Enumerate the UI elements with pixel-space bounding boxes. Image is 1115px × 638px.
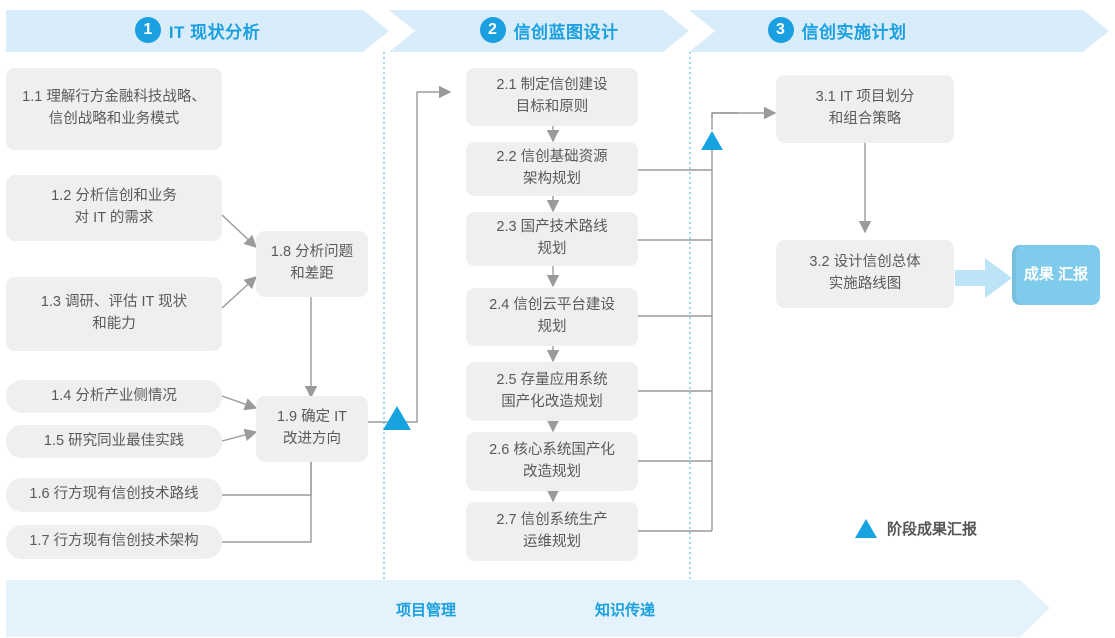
node-1-7[interactable]: 1.7 行方现有信创技术架构 bbox=[6, 525, 222, 559]
legend: 阶段成果汇报 bbox=[855, 518, 977, 539]
node-1-2-line-0: 1.2 分析信创和业务 bbox=[51, 188, 177, 205]
node-1-1-line-0: 1.1 理解行方金融科技战略、 bbox=[22, 89, 206, 106]
node-3-1-line-0: 3.1 IT 项目划分 bbox=[815, 89, 915, 106]
node-1-6[interactable]: 1.6 行方现有信创技术路线 bbox=[6, 478, 222, 512]
phase-number-3: 3 bbox=[767, 17, 794, 43]
legend-label: 阶段成果汇报 bbox=[887, 521, 978, 538]
node-1-1[interactable]: 1.1 理解行方金融科技战略、 信创战略和业务模式 bbox=[6, 68, 222, 150]
node-1-9-line-1: 改进方向 bbox=[282, 431, 341, 447]
node-2-6-line-1: 改造规划 bbox=[523, 463, 581, 480]
node-1-3-line-0: 1.3 调研、评估 IT 现状 bbox=[40, 294, 188, 311]
node-2-4-line-0: 2.4 信创云平台建设 bbox=[489, 297, 615, 314]
node-1-2[interactable]: 1.2 分析信创和业务 对 IT 的需求 bbox=[6, 175, 222, 241]
bottom-label-project-management: 项目管理 bbox=[396, 602, 457, 619]
node-3-2[interactable]: 3.2 设计信创总体 实施路线图 bbox=[776, 240, 954, 308]
result-report-box[interactable]: 成果 汇报 bbox=[1012, 245, 1100, 305]
node-1-2-line-1: 对 IT 的需求 bbox=[74, 210, 154, 226]
node-1-3-line-1: 和能力 bbox=[92, 316, 136, 332]
node-2-5-line-1: 国产化改造规划 bbox=[501, 393, 603, 410]
node-1-5-line-0: 1.5 研究同业最佳实践 bbox=[43, 432, 185, 449]
node-1-6-line-0: 1.6 行方现有信创技术路线 bbox=[29, 486, 199, 503]
phase-band-1: 1 IT 现状分析 bbox=[6, 10, 389, 52]
result-arrow bbox=[955, 258, 1012, 298]
node-1-5[interactable]: 1.5 研究同业最佳实践 bbox=[6, 425, 222, 458]
phase-label-3: 信创实施计划 bbox=[801, 22, 907, 42]
node-1-7-line-0: 1.7 行方现有信创技术架构 bbox=[29, 533, 199, 550]
node-1-9-line-0: 1.9 确定 IT bbox=[276, 409, 348, 426]
node-2-3-line-0: 2.3 国产技术路线 bbox=[496, 219, 608, 236]
node-1-9[interactable]: 1.9 确定 IT 改进方向 bbox=[256, 396, 368, 462]
phase-number-1: 1 bbox=[134, 17, 161, 43]
node-1-4[interactable]: 1.4 分析产业侧情况 bbox=[6, 380, 222, 413]
node-1-1-line-1: 信创战略和业务模式 bbox=[48, 111, 180, 127]
node-2-1-line-0: 2.1 制定信创建设 bbox=[496, 77, 608, 94]
phase-label-2: 信创蓝图设计 bbox=[513, 22, 619, 42]
node-2-2[interactable]: 2.2 信创基础资源 架构规划 bbox=[466, 142, 638, 196]
milestone-triangle-phase2 bbox=[701, 131, 723, 150]
node-2-2-line-0: 2.2 信创基础资源 bbox=[496, 149, 608, 166]
node-2-7-line-0: 2.7 信创系统生产 bbox=[496, 511, 608, 528]
node-3-2-line-0: 3.2 设计信创总体 bbox=[809, 254, 921, 271]
node-2-2-line-1: 架构规划 bbox=[523, 171, 581, 187]
node-2-6-line-0: 2.6 核心系统国产化 bbox=[489, 441, 615, 458]
result-line-1: 汇报 bbox=[1058, 265, 1089, 283]
node-1-3[interactable]: 1.3 调研、评估 IT 现状 和能力 bbox=[6, 277, 222, 351]
node-2-3-line-1: 规划 bbox=[537, 241, 567, 257]
phase-band-2: 2 信创蓝图设计 bbox=[389, 10, 689, 52]
node-2-1-line-1: 目标和原则 bbox=[515, 99, 589, 115]
node-2-3[interactable]: 2.3 国产技术路线 规划 bbox=[466, 212, 638, 266]
bottom-band-shape bbox=[6, 580, 1050, 637]
node-1-4-line-0: 1.4 分析产业侧情况 bbox=[51, 387, 177, 404]
node-3-2-line-1: 实施路线图 bbox=[828, 276, 902, 292]
node-1-8-line-0: 1.8 分析问题 bbox=[270, 244, 354, 261]
phase-band-3: 3 信创实施计划 bbox=[689, 10, 1109, 52]
node-3-1[interactable]: 3.1 IT 项目划分 和组合策略 bbox=[776, 75, 954, 143]
milestone-triangle-phase1 bbox=[383, 406, 411, 430]
node-2-1[interactable]: 2.1 制定信创建设 目标和原则 bbox=[466, 68, 638, 126]
node-2-4[interactable]: 2.4 信创云平台建设 规划 bbox=[466, 288, 638, 346]
node-2-4-line-1: 规划 bbox=[537, 319, 567, 335]
node-1-8[interactable]: 1.8 分析问题 和差距 bbox=[256, 231, 368, 297]
result-line-0: 成果 bbox=[1023, 265, 1054, 283]
node-2-7[interactable]: 2.7 信创系统生产 运维规划 bbox=[466, 502, 638, 561]
triangle-up-icon bbox=[855, 519, 877, 538]
node-2-5[interactable]: 2.5 存量应用系统 国产化改造规划 bbox=[466, 362, 638, 421]
node-2-6[interactable]: 2.6 核心系统国产化 改造规划 bbox=[466, 432, 638, 491]
node-2-7-line-1: 运维规划 bbox=[523, 533, 581, 550]
phase-number-2: 2 bbox=[479, 17, 506, 43]
bottom-label-knowledge-transfer: 知识传递 bbox=[595, 602, 656, 619]
node-3-1-line-1: 和组合策略 bbox=[828, 111, 902, 127]
node-2-5-line-0: 2.5 存量应用系统 bbox=[496, 371, 608, 388]
phase-label-1: IT 现状分析 bbox=[168, 22, 261, 42]
node-1-8-line-1: 和差距 bbox=[290, 266, 334, 282]
